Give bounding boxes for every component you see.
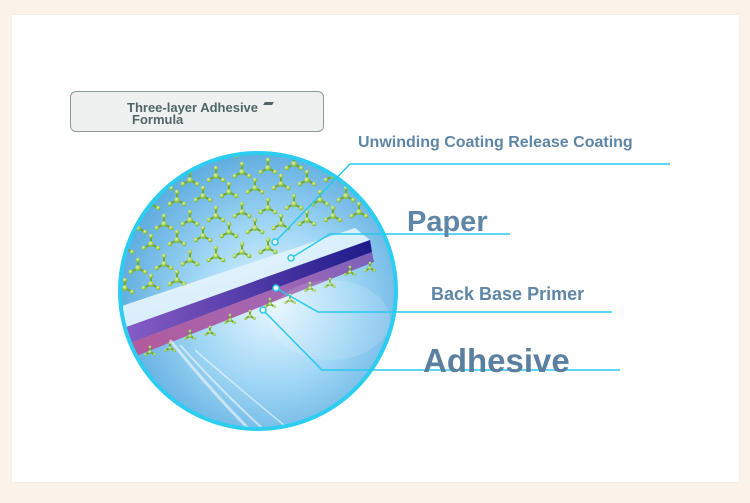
- molecule-icon: [141, 233, 161, 251]
- molecule-icon: [258, 157, 278, 175]
- molecule-icon: [184, 329, 196, 340]
- molecule-icon: [128, 177, 148, 195]
- title-box: Three-layer Adhesive Formula: [70, 91, 324, 132]
- molecule-icon: [180, 249, 200, 267]
- molecule-icon: [258, 237, 278, 255]
- molecule-icon: [245, 217, 265, 235]
- molecule-icon: [336, 185, 356, 203]
- molecule-icon: [232, 241, 252, 259]
- title-line-2: Formula: [132, 112, 184, 127]
- molecule-icon: [144, 345, 156, 356]
- primer-layer: [120, 240, 372, 346]
- molecule-icon: [154, 213, 174, 231]
- molecule-icon: [232, 161, 252, 179]
- molecule-icon: [120, 157, 135, 175]
- molecule-icon: [271, 173, 291, 191]
- molecule-icon: [204, 325, 216, 336]
- molecule-icon: [258, 197, 278, 215]
- molecule-icon: [224, 313, 236, 324]
- molecule-icon: [244, 309, 256, 320]
- label-release-coating: Unwinding Coating Release Coating: [358, 134, 633, 151]
- molecule-icon: [336, 153, 356, 163]
- molecule-icon: [167, 189, 187, 207]
- molecule-icon: [206, 205, 226, 223]
- molecule-icon: [264, 297, 276, 308]
- molecule-icon: [344, 265, 356, 276]
- leader-paper: [290, 233, 510, 259]
- molecule-icon: [141, 273, 161, 291]
- molecule-icon: [284, 293, 296, 304]
- title-line-1: Three-layer Adhesive: [127, 100, 259, 115]
- paper-layer: [120, 228, 370, 330]
- molecule-icon: [193, 185, 213, 203]
- molecule-icon: [206, 245, 226, 263]
- light-streaks: [168, 280, 390, 429]
- molecule-icon: [219, 181, 239, 199]
- molecule-icon: [167, 153, 187, 167]
- molecule-icon: [297, 209, 317, 227]
- leader-adhesive: [262, 309, 620, 371]
- molecule-icon: [324, 277, 336, 288]
- molecule-icon: [120, 197, 135, 215]
- molecule-icon: [193, 225, 213, 243]
- molecule-icon: [141, 153, 161, 171]
- molecule-icon: [284, 193, 304, 211]
- molecule-icon: [297, 169, 317, 187]
- molecule-icon: [206, 165, 226, 183]
- molecule-icon: [245, 177, 265, 195]
- molecule-icon: [167, 229, 187, 247]
- molecule-icon: [128, 257, 148, 275]
- label-back-base-primer: Back Base Primer: [431, 284, 585, 304]
- molecule-icon: [219, 221, 239, 239]
- molecule-icon: [304, 281, 316, 292]
- leader-lines: [262, 163, 670, 371]
- molecule-icon: [349, 201, 369, 219]
- molecule-icon: [180, 209, 200, 227]
- leader-primer: [275, 287, 612, 313]
- molecule-icon: [323, 205, 343, 223]
- magnifier-lens: [118, 151, 398, 431]
- adhesive-molecules: [144, 261, 376, 356]
- molecule-icon: [364, 261, 376, 272]
- molecule-icon: [167, 269, 187, 287]
- label-adhesive: Adhesive: [423, 342, 570, 379]
- molecule-icon: [362, 181, 382, 199]
- molecule-icon: [232, 201, 252, 219]
- leader-release: [274, 163, 670, 243]
- leader-dots: [259, 238, 295, 314]
- label-paper: Paper: [407, 206, 488, 238]
- adhesive-layer: [122, 252, 374, 360]
- molecule-icon: [154, 253, 174, 271]
